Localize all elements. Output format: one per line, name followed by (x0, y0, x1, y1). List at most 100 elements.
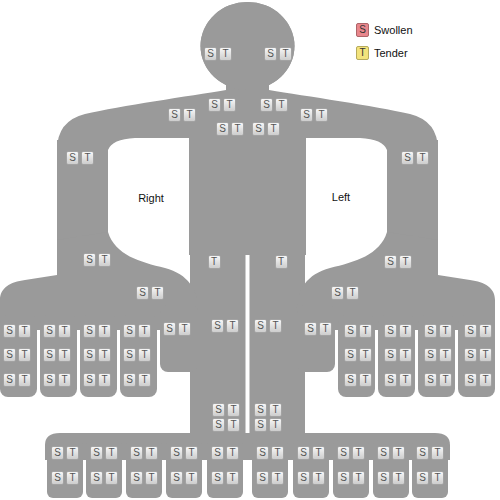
joint-letter: T (353, 447, 364, 459)
leg-shape (190, 245, 246, 445)
joint-letter: T (227, 447, 238, 459)
joint-box: S (464, 373, 477, 387)
joint-box: S (256, 471, 269, 485)
joint-box: T (267, 122, 280, 136)
joint-letter: S (298, 472, 309, 484)
joint-box: S (123, 324, 136, 338)
joint-letter: T (393, 447, 404, 459)
joint-letter: S (52, 447, 63, 459)
joint-box: S (416, 471, 429, 485)
joint-letter: S (255, 419, 266, 431)
joint-box: T (145, 471, 158, 485)
joint-letter: T (19, 374, 30, 386)
joint-letter: S (131, 447, 142, 459)
joint-box: S (401, 151, 414, 165)
joint-box: S (384, 324, 397, 338)
joint-box: S (304, 322, 317, 336)
joint-box: S (337, 446, 350, 460)
joint-letter: S (67, 152, 78, 164)
joint-box: S (297, 446, 310, 460)
joint-letter: S (345, 349, 356, 361)
joint-box: S (260, 98, 273, 112)
joint-box: T (352, 446, 365, 460)
joint-box: T (319, 322, 332, 336)
joint-letter: T (393, 472, 404, 484)
joint-box: S (424, 348, 437, 362)
joint-box: S (170, 446, 183, 460)
joint-box: S (130, 446, 143, 460)
joint-box: T (18, 348, 31, 362)
joint-box: S (384, 373, 397, 387)
joint-letter: T (480, 349, 491, 361)
joint-letter: S (164, 323, 175, 335)
joint-box: T (58, 348, 71, 362)
joint-box: T (226, 319, 239, 333)
thumb-shape (160, 305, 198, 372)
joint-box: T (98, 253, 111, 267)
joint-letter: T (152, 287, 163, 299)
joint-box: T (138, 348, 151, 362)
joint-box: T (439, 324, 452, 338)
joint-box: S (211, 446, 224, 460)
joint-box: T (98, 348, 111, 362)
joint-letter: T (276, 256, 287, 268)
joint-box: S (337, 471, 350, 485)
joint-letter: S (253, 123, 264, 135)
joint-letter: T (59, 374, 70, 386)
joint-letter: S (217, 123, 228, 135)
swatch-letter: S (357, 24, 368, 36)
joint-box: T (145, 446, 158, 460)
joint-letter: T (276, 99, 287, 111)
joint-letter: S (345, 325, 356, 337)
joint-box: T (439, 348, 452, 362)
joint-box: T (66, 471, 79, 485)
joint-box: S (43, 348, 56, 362)
joint-letter: T (272, 472, 283, 484)
joint-letter: S (52, 472, 63, 484)
joint-letter: S (4, 374, 15, 386)
toe-shape (166, 440, 202, 498)
finger-shape (80, 315, 117, 397)
joint-box: S (384, 255, 397, 269)
joint-letter: S (265, 48, 276, 60)
joint-letter: S (137, 287, 148, 299)
joint-box: T (269, 403, 282, 417)
joint-box: T (105, 471, 118, 485)
joint-letter: T (139, 349, 150, 361)
joint-box: S (416, 446, 429, 460)
joint-letter: S (4, 325, 15, 337)
joint-letter: S (44, 374, 55, 386)
joint-box: T (208, 255, 221, 269)
joint-box: T (185, 446, 198, 460)
joint-letter: S (378, 472, 389, 484)
joint-letter: T (400, 325, 411, 337)
joint-letter: T (432, 447, 443, 459)
joint-box: S (83, 253, 96, 267)
joint-box: S (3, 373, 16, 387)
joint-letter: S (345, 374, 356, 386)
joint-letter: T (400, 256, 411, 268)
joint-letter: S (338, 447, 349, 459)
joint-box: T (479, 373, 492, 387)
joint-letter: T (209, 256, 220, 268)
joint-box: T (227, 418, 240, 432)
joint-letter: T (99, 254, 110, 266)
joint-letter: T (480, 374, 491, 386)
joint-box: T (151, 286, 164, 300)
joint-letter: T (280, 48, 291, 60)
joint-letter: T (270, 404, 281, 416)
joint-box: S (130, 471, 143, 485)
joint-box: T (312, 446, 325, 460)
joint-letter: S (212, 320, 223, 332)
joint-box: T (479, 348, 492, 362)
body-silhouette-mirror (201, 2, 496, 498)
joint-letter: T (99, 349, 110, 361)
joint-letter: S (385, 349, 396, 361)
joint-box: T (18, 324, 31, 338)
joint-letter: T (360, 325, 371, 337)
joint-box: T (271, 446, 284, 460)
joint-box: T (226, 446, 239, 460)
